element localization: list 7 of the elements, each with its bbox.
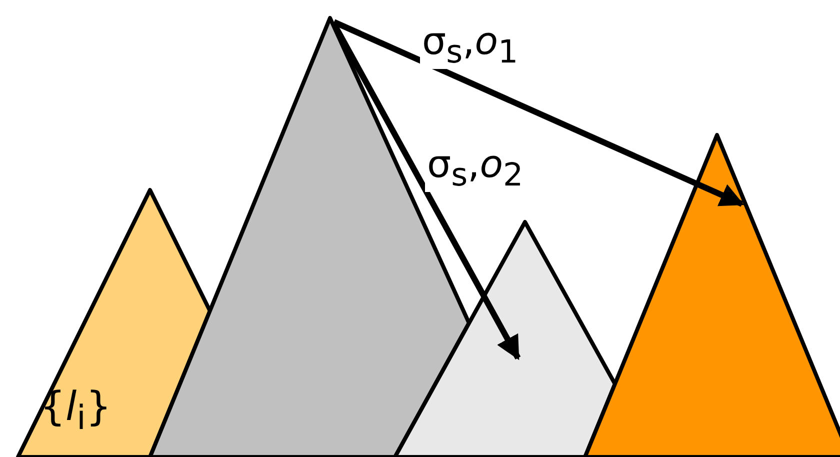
- mountain-triangle: [393, 220, 617, 457]
- node-label: {l$_{i}$}: [40, 385, 112, 437]
- arrow: [331, 22, 521, 360]
- arrow: [332, 19, 744, 207]
- mountain-triangle: [16, 188, 212, 457]
- mountain-triangle: [583, 133, 840, 457]
- mountain-triangle: [148, 16, 471, 457]
